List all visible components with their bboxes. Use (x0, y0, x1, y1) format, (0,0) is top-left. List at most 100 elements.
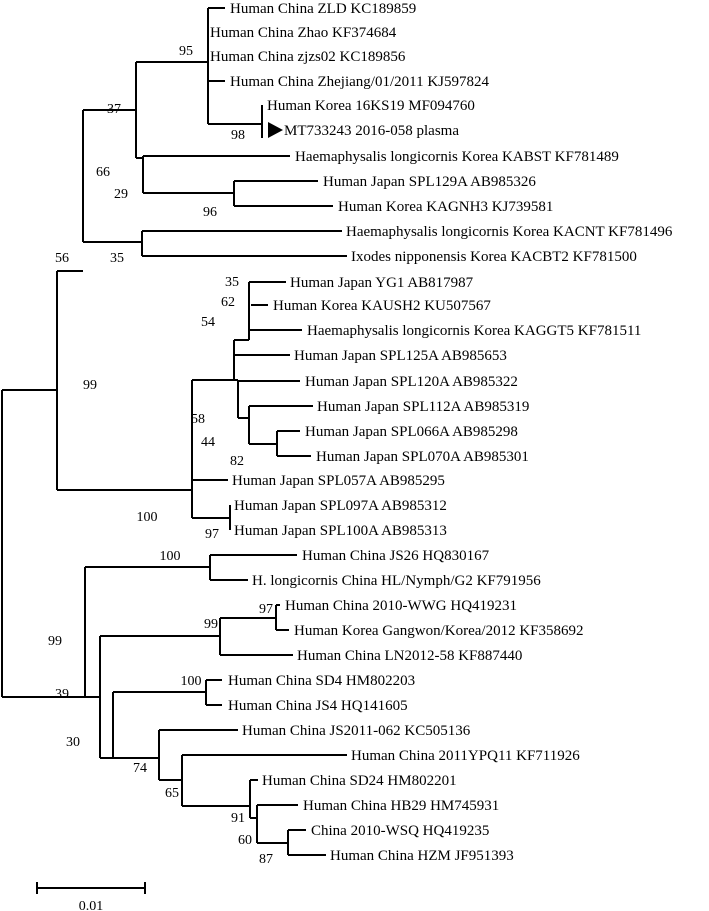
bootstrap-value: 58 (191, 412, 205, 427)
leaf: Haemaphysalis longicornis Korea KAGGT5 K… (307, 323, 641, 339)
leaf: Human China HB29 HM745931 (303, 798, 499, 814)
leaf-label: Human Korea Gangwon/Korea/2012 KF358692 (294, 623, 584, 639)
bootstrap-value: 60 (238, 833, 252, 848)
bootstrap-values: 9598376629963556356254995844821009710097… (48, 44, 273, 867)
leaf: Human Japan SPL066A AB985298 (305, 424, 518, 440)
leaf-label: Human Japan SPL070A AB985301 (316, 449, 529, 465)
bootstrap-value: 54 (201, 315, 215, 330)
leaf: Human Japan SPL097A AB985312 (234, 498, 447, 514)
leaf: Human China ZLD KC189859 (230, 1, 416, 17)
bootstrap-value: 100 (160, 549, 181, 564)
leaf-label: Human China JS2011-062 KC505136 (242, 723, 471, 739)
bootstrap-value: 74 (133, 761, 147, 776)
leaf: Human Korea KAUSH2 KU507567 (273, 298, 491, 314)
leaf: Human Japan SPL057A AB985295 (232, 473, 445, 489)
scale-bar-label: 0.01 (79, 899, 104, 911)
leaf: Human China 2011YPQ11 KF711926 (351, 748, 580, 764)
leaf-label: Human Japan SPL125A AB985653 (294, 348, 507, 364)
leaf-label: Ixodes nipponensis Korea KACBT2 KF781500 (351, 249, 637, 265)
bootstrap-value: 39 (55, 687, 69, 702)
leaf: Human Japan SPL100A AB985313 (234, 523, 447, 539)
bootstrap-value: 62 (221, 295, 235, 310)
leaf: Human Korea 16KS19 MF094760 (267, 98, 475, 114)
leaf: Human China 2010-WWG HQ419231 (285, 598, 517, 614)
bootstrap-value: 98 (231, 128, 245, 143)
leaf-label: Human Korea 16KS19 MF094760 (267, 98, 475, 114)
leaf-label: Human China LN2012-58 KF887440 (297, 648, 522, 664)
scale-bar: 0.01 (36, 882, 146, 911)
leaf: Human Korea KAGNH3 KJ739581 (338, 199, 553, 215)
leaf-label: Human Korea KAUSH2 KU507567 (273, 298, 491, 314)
bootstrap-value: 35 (225, 275, 239, 290)
leaf-label: Human Japan SPL066A AB985298 (305, 424, 518, 440)
bootstrap-value: 97 (259, 602, 273, 617)
tree-branches (1, 7, 347, 856)
leaf: Human Japan SPL120A AB985322 (305, 374, 518, 390)
leaf-label: Human Japan SPL097A AB985312 (234, 498, 447, 514)
bootstrap-value: 99 (204, 617, 218, 632)
leaf-label: MT733243 2016-058 plasma (284, 123, 459, 139)
leaf: Human China Zhao KF374684 (210, 25, 397, 41)
leaf-label: Human Korea KAGNH3 KJ739581 (338, 199, 553, 215)
bootstrap-value: 97 (205, 527, 219, 542)
bootstrap-value: 65 (165, 786, 179, 801)
leaf-label: Human China HB29 HM745931 (303, 798, 499, 814)
bootstrap-value: 99 (83, 378, 97, 393)
bootstrap-value: 30 (66, 735, 80, 750)
bootstrap-value: 56 (55, 251, 69, 266)
bootstrap-value: 37 (107, 102, 121, 117)
bootstrap-value: 82 (230, 454, 244, 469)
leaf-label: Haemaphysalis longicornis Korea KABST KF… (295, 149, 619, 165)
bootstrap-value: 96 (203, 205, 217, 220)
leaf-label: Human Japan SPL120A AB985322 (305, 374, 518, 390)
leaf-label: Human China JS4 HQ141605 (228, 698, 408, 714)
leaf: Human China HZM JF951393 (330, 848, 514, 864)
triangle-marker-icon (268, 122, 283, 138)
leaf: Human China JS4 HQ141605 (228, 698, 408, 714)
leaf-label: Human Japan SPL129A AB985326 (323, 174, 536, 190)
leaf-label: Human China 2011YPQ11 KF711926 (351, 748, 580, 764)
leaf-label: Human China JS26 HQ830167 (302, 548, 490, 564)
leaf-label: Human Japan SPL112A AB985319 (317, 399, 529, 415)
leaf-label: H. longicornis China HL/Nymph/G2 KF79195… (252, 573, 541, 589)
bootstrap-value: 35 (110, 251, 124, 266)
leaf: Human Japan YG1 AB817987 (290, 275, 474, 291)
bootstrap-value: 100 (181, 674, 202, 689)
leaf: Human China SD4 HM802203 (228, 673, 415, 689)
leaf: Human Japan SPL125A AB985653 (294, 348, 507, 364)
leaf: China 2010-WSQ HQ419235 (311, 823, 489, 839)
leaf: H. longicornis China HL/Nymph/G2 KF79195… (252, 573, 541, 589)
leaf-label: Human Japan SPL100A AB985313 (234, 523, 447, 539)
leaf: Human Japan SPL112A AB985319 (317, 399, 529, 415)
bootstrap-value: 44 (201, 435, 215, 450)
leaf: Human Japan SPL129A AB985326 (323, 174, 536, 190)
bootstrap-value: 87 (259, 852, 273, 867)
bootstrap-value: 100 (137, 510, 158, 525)
leaf-label: Human China SD4 HM802203 (228, 673, 415, 689)
leaf: Haemaphysalis longicornis Korea KACNT KF… (346, 224, 673, 240)
leaf-label: China 2010-WSQ HQ419235 (311, 823, 489, 839)
leaf: Human Japan SPL070A AB985301 (316, 449, 529, 465)
leaf-label: Human China Zhao KF374684 (210, 25, 397, 41)
leaf-label: Human China 2010-WWG HQ419231 (285, 598, 517, 614)
leaf-label: Human Japan YG1 AB817987 (290, 275, 474, 291)
leaf-label: Haemaphysalis longicornis Korea KAGGT5 K… (307, 323, 641, 339)
leaf-label: Human China Zhejiang/01/2011 KJ597824 (230, 74, 489, 90)
leaf: Human China SD24 HM802201 (262, 773, 457, 789)
leaf: Human China zjzs02 KC189856 (210, 49, 406, 65)
leaf-label: Haemaphysalis longicornis Korea KACNT KF… (346, 224, 673, 240)
bootstrap-value: 99 (48, 634, 62, 649)
leaf: Human China JS2011-062 KC505136 (242, 723, 471, 739)
leaf-label: Human China SD24 HM802201 (262, 773, 457, 789)
highlighted-leaf: MT733243 2016-058 plasma (268, 122, 459, 139)
leaf-label: Human China ZLD KC189859 (230, 1, 416, 17)
leaf: Human China Zhejiang/01/2011 KJ597824 (230, 74, 489, 90)
leaf-label: Human China HZM JF951393 (330, 848, 514, 864)
leaf: Human China LN2012-58 KF887440 (297, 648, 522, 664)
leaf: Ixodes nipponensis Korea KACBT2 KF781500 (351, 249, 637, 265)
bootstrap-value: 66 (96, 165, 110, 180)
bootstrap-value: 95 (179, 44, 193, 59)
leaf-label: Human China zjzs02 KC189856 (210, 49, 406, 65)
